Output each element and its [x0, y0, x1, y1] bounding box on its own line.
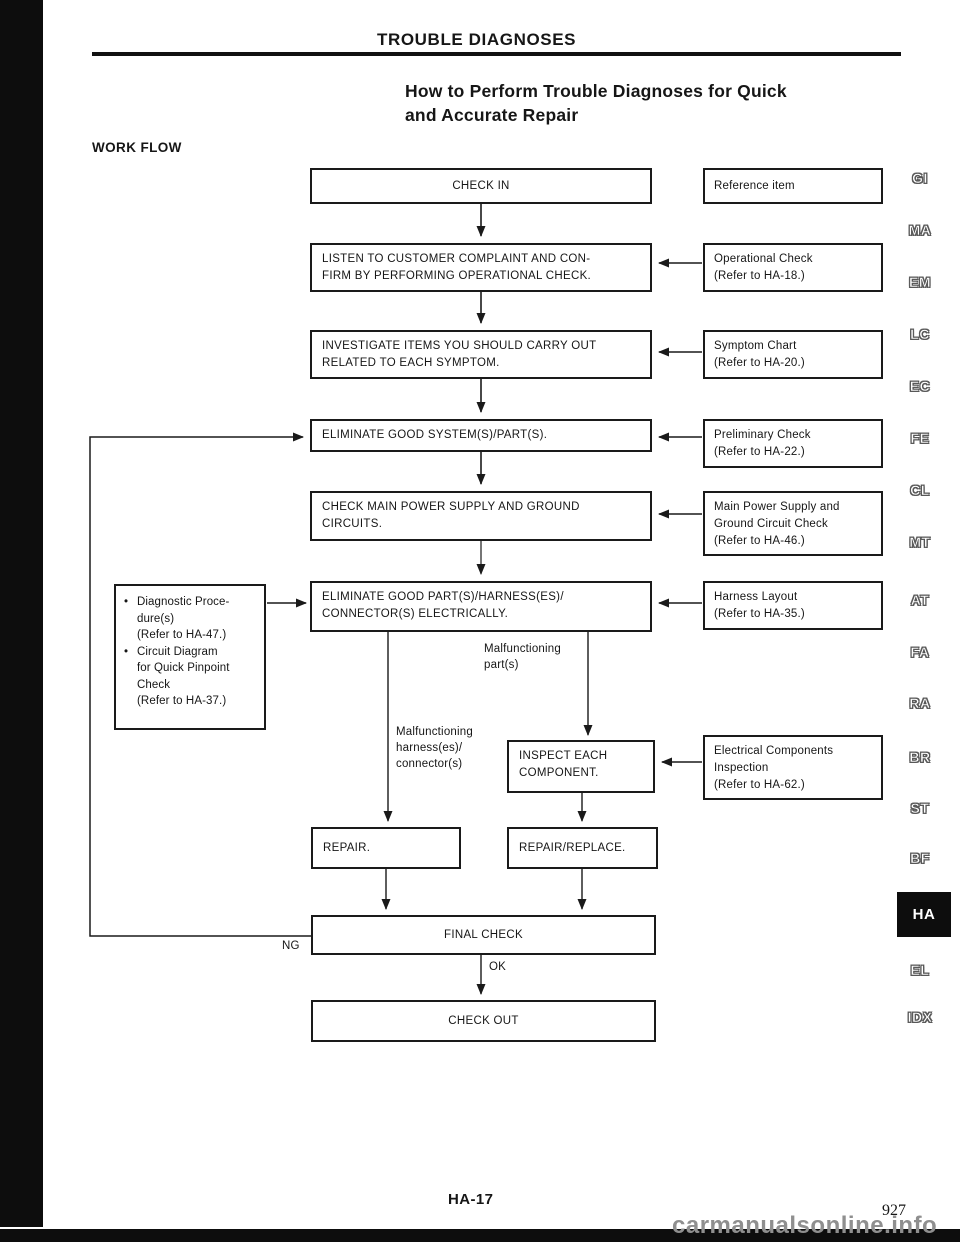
bullet-icon: • — [124, 596, 129, 608]
flow-box-investigate-label: INVESTIGATE ITEMS YOU SHOULD CARRY OUT R… — [322, 340, 597, 369]
reference-box-symptom-chart-label: Symptom Chart (Refer to HA-20.) — [714, 340, 805, 369]
flow-box-eliminate-part: ELIMINATE GOOD PART(S)/HARNESS(ES)/ CONN… — [310, 581, 652, 632]
margin-code-at: AT — [910, 592, 930, 609]
reference-box-electrical-components-label: Electrical Components Inspection (Refer … — [714, 745, 834, 791]
label-malfunctioning-harness: Malfunctioning harness(es)/ connector(s) — [396, 726, 473, 770]
left-scan-bar — [0, 0, 43, 1227]
margin-code-fe: FE — [910, 430, 930, 447]
margin-code-br: BR — [909, 749, 931, 766]
footer-page-code: HA-17 — [448, 1191, 494, 1208]
reference-box-operational-check: Operational Check (Refer to HA-18.) — [703, 243, 883, 292]
flow-box-check-in-label: CHECK IN — [452, 179, 510, 192]
margin-code-bf: BF — [910, 850, 930, 867]
flow-box-inspect-label: INSPECT EACH COMPONENT. — [519, 750, 608, 779]
reference-box-harness-layout: Harness Layout (Refer to HA-35.) — [703, 581, 883, 630]
flow-box-listen-label: LISTEN TO CUSTOMER COMPLAINT AND CON- FI… — [322, 253, 592, 282]
flow-box-check-out-label: CHECK OUT — [448, 1014, 519, 1027]
flow-box-check-power-label: CHECK MAIN POWER SUPPLY AND GROUND CIRCU… — [322, 501, 580, 530]
bottom-scan-bar — [0, 1229, 960, 1242]
workflow-label: WORK FLOW — [92, 140, 182, 155]
flow-box-final-check: FINAL CHECK — [311, 915, 656, 955]
margin-code-gi: GI — [912, 170, 928, 187]
margin-code-mt: MT — [909, 534, 931, 551]
margin-code-ra: RA — [909, 695, 931, 712]
flow-box-check-power: CHECK MAIN POWER SUPPLY AND GROUND CIRCU… — [310, 491, 652, 541]
flow-box-check-out: CHECK OUT — [311, 1000, 656, 1042]
reference-box-harness-layout-label: Harness Layout (Refer to HA-35.) — [714, 591, 805, 620]
reference-box-main-power-label: Main Power Supply and Ground Circuit Che… — [714, 501, 840, 547]
section-title: How to Perform Trouble Diagnoses for Qui… — [405, 81, 787, 125]
reference-header-label: Reference item — [714, 179, 795, 192]
bullet-icon: • — [124, 645, 129, 658]
flow-box-inspect: INSPECT EACH COMPONENT. — [507, 740, 655, 793]
flow-box-eliminate-system-label: ELIMINATE GOOD SYSTEM(S)/PART(S). — [322, 429, 548, 441]
reference-box-symptom-chart: Symptom Chart (Refer to HA-20.) — [703, 330, 883, 379]
margin-code-st: ST — [910, 800, 930, 817]
flow-box-repair-replace-label: REPAIR/REPLACE. — [519, 841, 626, 854]
flow-box-repair-label: REPAIR. — [323, 841, 371, 854]
header-rule — [92, 52, 901, 56]
footer-page-number: 927 — [882, 1202, 906, 1219]
label-malfunctioning-part: Malfunctioning part(s) — [484, 643, 561, 671]
diagnostic-item-2: • Circuit Diagram for Quick Pinpoint Che… — [124, 644, 258, 710]
flow-box-repair-replace: REPAIR/REPLACE. — [507, 827, 658, 869]
margin-code-fa: FA — [910, 644, 930, 661]
margin-code-cl: CL — [910, 482, 930, 499]
diagnostic-item-1: • Diagnostic Proce- dure(s) (Refer to HA… — [124, 594, 258, 644]
diagnostic-reference-box: • Diagnostic Proce- dure(s) (Refer to HA… — [114, 584, 266, 730]
flow-box-eliminate-part-label: ELIMINATE GOOD PART(S)/HARNESS(ES)/ CONN… — [322, 591, 564, 620]
label-ok: OK — [489, 961, 507, 973]
flow-box-listen: LISTEN TO CUSTOMER COMPLAINT AND CON- FI… — [310, 243, 652, 292]
diagnostic-item-2-text: Circuit Diagram for Quick Pinpoint Check… — [137, 645, 230, 708]
page-header: TROUBLE DIAGNOSES — [377, 30, 577, 49]
margin-tab-ha-active: HA — [897, 892, 951, 937]
flow-box-final-check-label: FINAL CHECK — [444, 928, 523, 941]
margin-code-el: EL — [910, 962, 930, 979]
diagnostic-item-1-text: Diagnostic Proce- dure(s) (Refer to HA-4… — [137, 596, 230, 641]
margin-code-idx: IDX — [907, 1009, 933, 1026]
margin-code-ma: MA — [908, 222, 932, 239]
watermark: carmanualsonline.info — [672, 1212, 938, 1239]
reference-box-electrical-components: Electrical Components Inspection (Refer … — [703, 735, 883, 800]
flow-box-check-in: CHECK IN — [310, 168, 652, 204]
reference-box-preliminary-check-label: Preliminary Check (Refer to HA-22.) — [714, 429, 811, 458]
reference-header-box: Reference item — [703, 168, 883, 204]
reference-box-main-power: Main Power Supply and Ground Circuit Che… — [703, 491, 883, 556]
flow-box-eliminate-system: ELIMINATE GOOD SYSTEM(S)/PART(S). — [310, 419, 652, 452]
margin-code-em: EM — [909, 274, 931, 291]
flow-box-repair: REPAIR. — [311, 827, 461, 869]
flow-box-investigate: INVESTIGATE ITEMS YOU SHOULD CARRY OUT R… — [310, 330, 652, 379]
reference-box-preliminary-check: Preliminary Check (Refer to HA-22.) — [703, 419, 883, 468]
reference-box-operational-check-label: Operational Check (Refer to HA-18.) — [714, 253, 813, 282]
margin-code-lc: LC — [910, 326, 930, 343]
label-ng: NG — [282, 940, 300, 952]
margin-code-ec: EC — [909, 378, 931, 395]
